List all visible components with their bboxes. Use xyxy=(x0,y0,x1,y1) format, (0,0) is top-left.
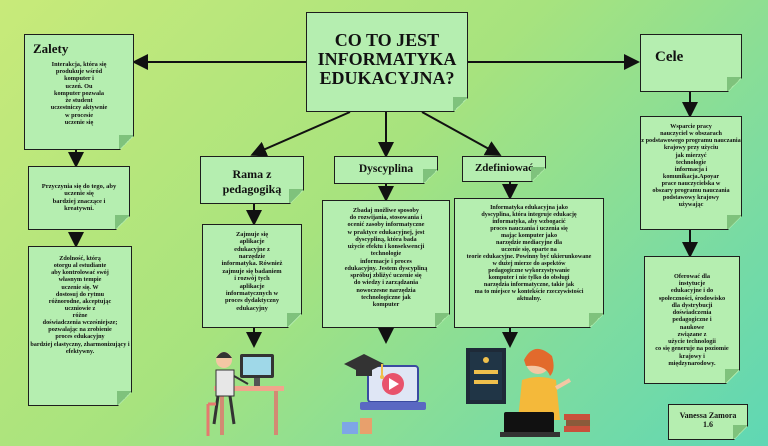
cele-box: Cele xyxy=(640,34,742,92)
zalety-item3-box: Zdolność, którą otorgu al estudiante aby… xyxy=(28,246,132,406)
woman-with-laptop-illustration xyxy=(466,348,590,437)
zalety-item3: Zdolność, którą otorgu al estudiante aby… xyxy=(30,255,130,355)
author-box: Vanessa Zamora 1.6 xyxy=(668,404,748,440)
dyscyplina-box: Dyscyplina xyxy=(334,156,438,184)
dyscyplina-body: Zbadaj możliwe sposoby do rozwijania, st… xyxy=(344,207,428,309)
graduation-cap-video-illustration xyxy=(342,354,426,434)
zalety-item1: Interakcja, która się produkuje wśród ko… xyxy=(50,61,108,126)
person-at-desk-illustration xyxy=(206,352,284,436)
rama-body-box: Zajmuje się aplikacje edukacyjne z narzę… xyxy=(202,224,302,328)
zalety-title: Zalety xyxy=(33,41,69,56)
cele-item2: Oferować dla instytucje edukacyjne i do … xyxy=(655,273,729,367)
arrow-to-zdefiniowac xyxy=(421,111,502,156)
rama-box: Rama z pedagogiką xyxy=(200,156,304,204)
zdefiniowac-title: Zdefiniować xyxy=(474,162,534,174)
dyscyplina-body-box: Zbadaj możliwe sposoby do rozwijania, st… xyxy=(322,200,450,328)
rama-title: Rama z pedagogiką xyxy=(222,167,282,196)
rama-body: Zajmuje się aplikacje edukacyjne z narzę… xyxy=(221,231,283,312)
dyscyplina-title: Dyscyplina xyxy=(358,163,414,175)
cele-title: Cele xyxy=(655,49,684,65)
zdefiniowac-body: Informatyka edukacyjna jako dyscyplina, … xyxy=(466,205,592,302)
central-title: CO TO JEST INFORMATYKA EDUKACYJNA? xyxy=(317,30,457,88)
cele-item1-box: Wsparcie pracy nauczyciel w obszarach z … xyxy=(640,116,742,230)
zdefiniowac-body-box: Informatyka edukacyjna jako dyscyplina, … xyxy=(454,198,604,328)
author-name: Vanessa Zamora 1.6 xyxy=(679,411,737,429)
zdefiniowac-box: Zdefiniować xyxy=(462,156,546,182)
zalety-box: Zalety Interakcja, która się produkuje w… xyxy=(24,34,134,150)
zalety-item2: Przyczynia się do tego, aby uczenie się … xyxy=(41,183,117,213)
cele-item1: Wsparcie pracy nauczyciel w obszarach z … xyxy=(641,123,741,209)
central-topic-box: CO TO JEST INFORMATYKA EDUKACYJNA? xyxy=(306,12,468,112)
zalety-item2-box: Przyczynia się do tego, aby uczenie się … xyxy=(28,166,130,230)
cele-item2-box: Oferować dla instytucje edukacyjne i do … xyxy=(644,256,740,384)
arrow-to-rama xyxy=(250,111,351,157)
